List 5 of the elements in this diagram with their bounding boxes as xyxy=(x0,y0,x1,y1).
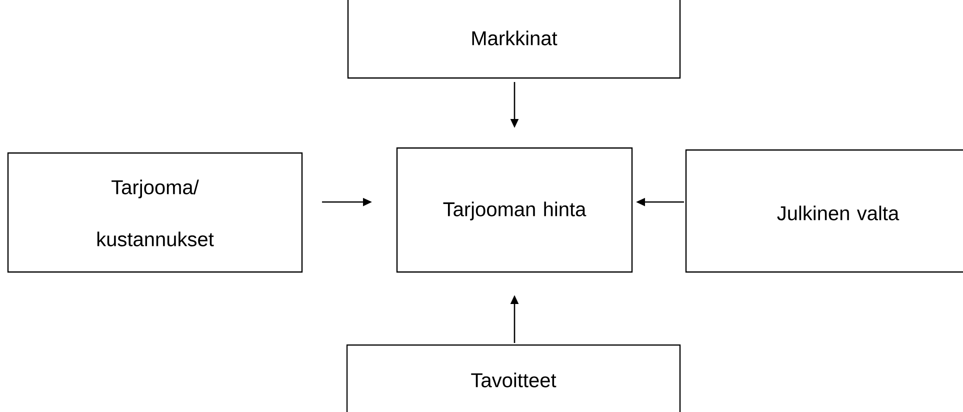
text-box: Markkinat xyxy=(347,0,681,79)
text-box: Julkinen valta xyxy=(685,149,963,273)
text-box: Tarjooman hinta xyxy=(396,147,633,273)
text-box: Tavoitteet xyxy=(346,344,681,412)
text-box: Tarjooma/ kustannukset xyxy=(7,152,303,273)
